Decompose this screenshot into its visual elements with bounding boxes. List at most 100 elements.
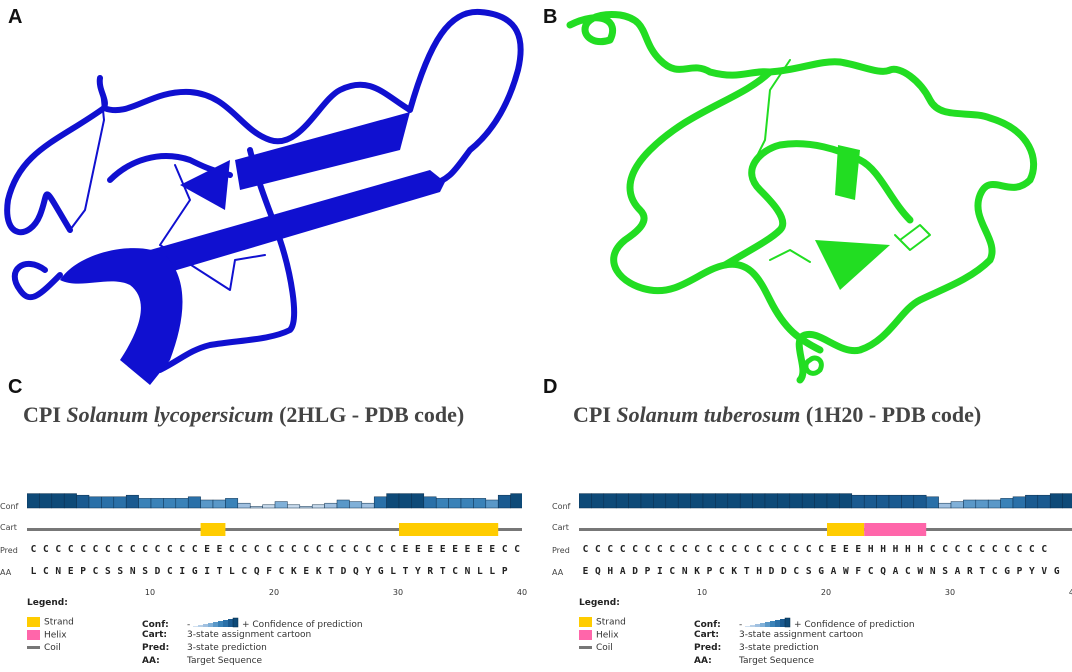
pred-letter: E — [489, 544, 496, 555]
aa-letter: N — [129, 566, 136, 577]
aa-letter: C — [43, 566, 49, 577]
confidence-bar — [1000, 498, 1014, 509]
aa-letter: G — [191, 566, 198, 577]
confidence-bar — [435, 498, 449, 509]
confidence-bar — [411, 493, 425, 509]
pred-letter: C — [632, 544, 638, 555]
pred-letter: C — [67, 544, 74, 555]
confidence-bar — [225, 498, 239, 509]
legend-cart: Cart:3-state assignment cartoon — [142, 630, 311, 640]
pred-letter: C — [991, 544, 998, 555]
protein-structure-a — [4, 8, 524, 385]
pred-letter: E — [402, 544, 409, 555]
pred-letter: C — [501, 544, 508, 555]
aa-letter: W — [843, 566, 849, 577]
pred-letter: C — [154, 544, 161, 555]
confidence-bar — [497, 494, 511, 509]
confidence-scale-icon — [745, 617, 791, 628]
pred-letter: C — [43, 544, 49, 555]
confidence-bar — [150, 498, 164, 509]
aa-letter: N — [929, 566, 936, 577]
pred-letter: E — [452, 544, 458, 555]
aa-letter: C — [669, 566, 676, 577]
confidence-bar — [237, 502, 251, 509]
pred-letter: C — [942, 544, 948, 555]
aa-letter: G — [1004, 566, 1010, 577]
pred-letter: C — [253, 544, 260, 555]
aa-letter: Y — [415, 566, 421, 577]
pred-letter: H — [880, 544, 886, 555]
aa-letter: C — [719, 566, 725, 577]
confidence-bar — [349, 501, 363, 509]
pred-letter: C — [278, 544, 285, 555]
pred-letter: C — [179, 544, 186, 555]
legend-conf-minus: - — [187, 620, 191, 630]
legend-pred: Pred:3-state prediction — [694, 643, 819, 653]
pred-letter: E — [464, 544, 471, 555]
confidence-bar — [739, 493, 753, 509]
aa-letter: C — [167, 566, 173, 577]
aa-letter: A — [830, 566, 837, 577]
legend-conf-key: Conf: — [694, 620, 721, 630]
legend-aa: AA:Target Sequence — [142, 656, 262, 666]
confidence-bar — [913, 494, 927, 509]
confidence-bar — [287, 504, 301, 509]
confidence-bar — [801, 493, 815, 509]
legend-pred-desc: 3-state prediction — [739, 643, 819, 653]
aa-letter: Q — [353, 566, 359, 577]
aa-letter: L — [30, 566, 37, 577]
aa-letter: D — [154, 566, 161, 577]
confidence-bar — [510, 493, 522, 509]
legend-cart-key: Cart: — [142, 630, 168, 640]
legend-helix-label: Helix — [44, 630, 67, 641]
confidence-bar — [63, 493, 77, 509]
pred-letter: C — [644, 544, 651, 555]
pred-letter: C — [92, 544, 99, 555]
aa-letter: A — [619, 566, 626, 577]
confidence-bar — [262, 504, 276, 509]
tick-40: 40 — [1068, 588, 1072, 597]
tick-30: 30 — [944, 588, 956, 597]
confidence-bar — [113, 496, 127, 509]
confidence-bar — [175, 498, 189, 509]
tick-20: 20 — [820, 588, 832, 597]
pred-letter: C — [1041, 544, 1048, 555]
aa-letter: T — [328, 566, 334, 577]
legend-strand-label: Strand — [596, 617, 626, 628]
aa-letter: F — [855, 566, 862, 577]
pred-letter: C — [266, 544, 272, 555]
pred-letter: C — [191, 544, 198, 555]
confidence-bar — [249, 506, 263, 509]
pred-letter: C — [781, 544, 787, 555]
caption-d: CPI Solanum tuberosum (1H20 - PDB code) — [573, 402, 981, 428]
confidence-bar — [324, 502, 338, 509]
pred-letter: C — [619, 544, 626, 555]
aa-letter: V — [1041, 566, 1048, 577]
legend-title: Legend: — [579, 598, 620, 608]
confidence-bar — [715, 493, 729, 509]
cartoon-helix — [864, 523, 927, 536]
pred-letter: C — [818, 544, 824, 555]
aa-letter: Y — [1029, 566, 1035, 577]
confidence-bar — [863, 494, 877, 509]
aa-letter: L — [390, 566, 396, 577]
confidence-bar — [628, 493, 642, 509]
confidence-bar — [876, 494, 890, 509]
pred-letter: C — [681, 544, 688, 555]
legend-helix: Helix — [27, 630, 67, 641]
confidence-bar — [1012, 496, 1026, 509]
aa-letter: C — [241, 566, 248, 577]
pred-letter: C — [80, 544, 86, 555]
legend-strand: Strand — [579, 617, 626, 628]
aa-letter: K — [315, 566, 322, 577]
pred-letter: C — [229, 544, 235, 555]
legend-conf-desc: + Confidence of prediction — [794, 620, 915, 630]
legend-pred-desc: 3-state prediction — [187, 643, 267, 653]
confidence-bar — [950, 501, 964, 509]
confidence-bar — [814, 493, 828, 509]
coil-swatch — [27, 646, 40, 649]
legend-coil-label: Coil — [44, 643, 61, 653]
legend-conf-key: Conf: — [142, 620, 169, 630]
confidence-bar — [187, 496, 201, 509]
cartoon-strand — [200, 523, 226, 536]
